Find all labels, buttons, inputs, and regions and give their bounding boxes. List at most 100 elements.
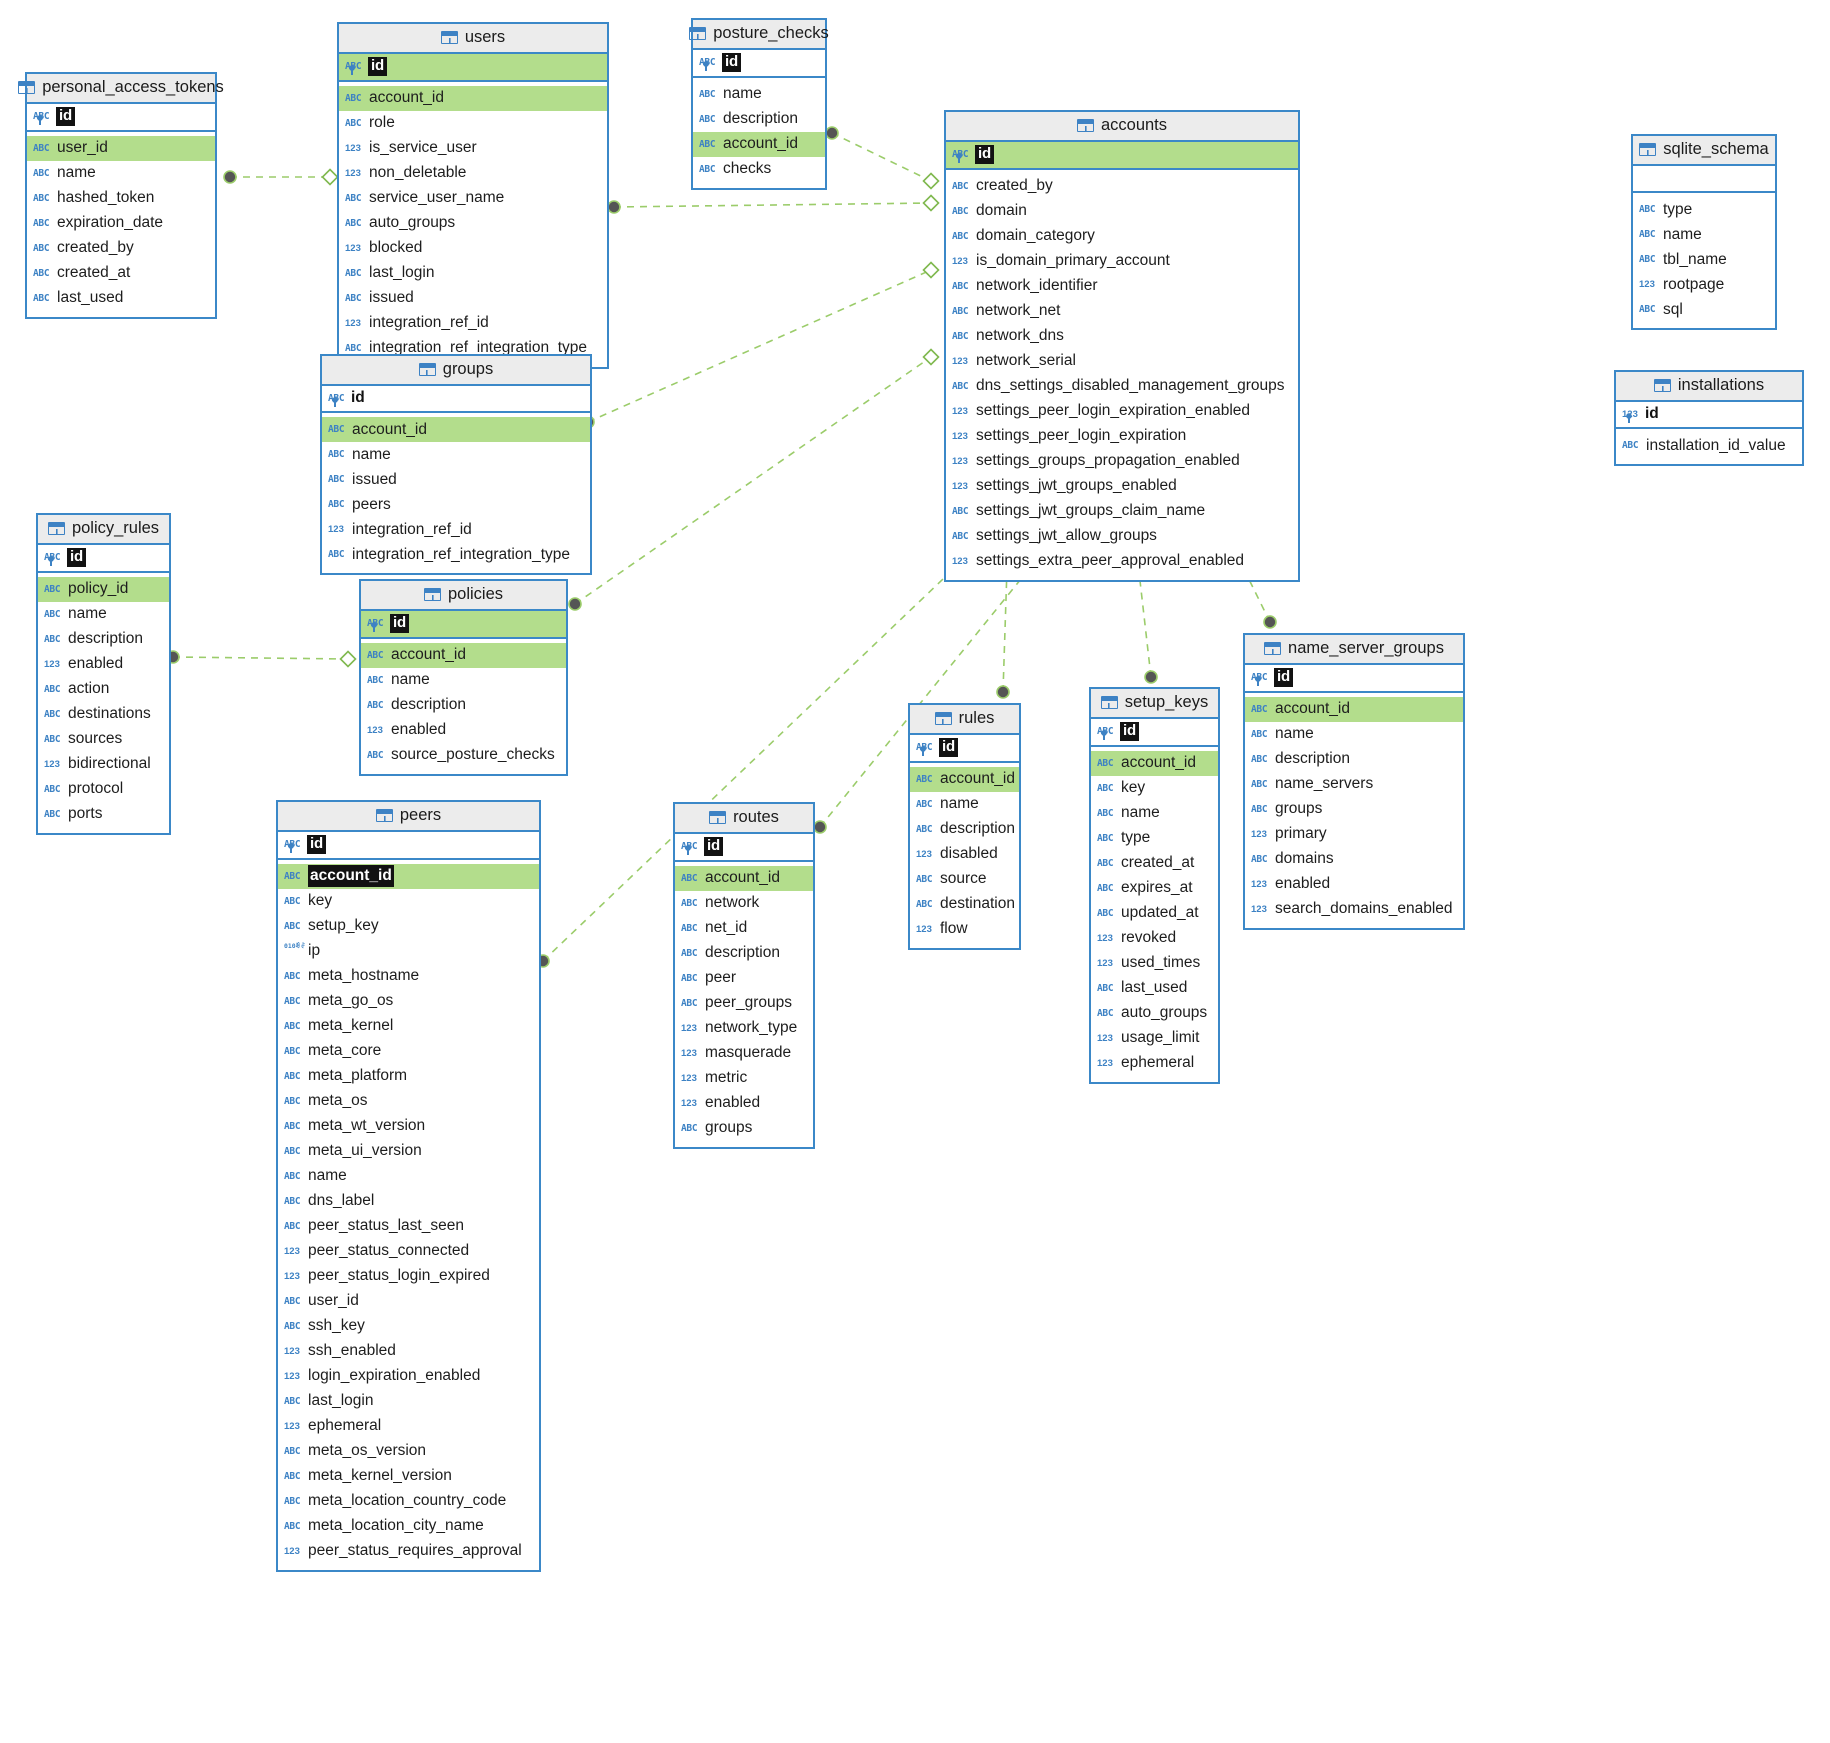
- column-row[interactable]: settings_jwt_allow_groups: [946, 524, 1298, 549]
- column-row[interactable]: peers: [322, 492, 590, 517]
- column-row[interactable]: settings_groups_propagation_enabled: [946, 449, 1298, 474]
- column-row[interactable]: ephemeral: [278, 1414, 539, 1439]
- column-row[interactable]: account_id: [339, 85, 607, 111]
- primary-key-row-peers[interactable]: id: [278, 832, 539, 860]
- column-row[interactable]: ssh_key: [278, 1314, 539, 1339]
- column-row[interactable]: policy_id: [38, 576, 169, 602]
- column-row[interactable]: meta_ui_version: [278, 1139, 539, 1164]
- column-row[interactable]: name: [1245, 722, 1463, 747]
- column-row[interactable]: enabled: [1245, 872, 1463, 897]
- primary-key-row-personal_access_tokens[interactable]: id: [27, 104, 215, 132]
- column-row[interactable]: type: [1633, 197, 1775, 222]
- table-header-routes[interactable]: routes: [675, 804, 813, 834]
- table-peers[interactable]: peersidaccount_idkeysetup_keyipmeta_host…: [276, 800, 541, 1572]
- column-row[interactable]: network_dns: [946, 324, 1298, 349]
- column-row[interactable]: name_servers: [1245, 772, 1463, 797]
- primary-key-row-installations[interactable]: id: [1616, 402, 1802, 429]
- column-row[interactable]: name: [910, 792, 1019, 817]
- table-header-setup_keys[interactable]: setup_keys: [1091, 689, 1218, 719]
- column-row[interactable]: last_login: [339, 261, 607, 286]
- table-installations[interactable]: installationsidinstallation_id_value: [1614, 370, 1804, 466]
- column-row[interactable]: settings_jwt_groups_enabled: [946, 474, 1298, 499]
- table-setup_keys[interactable]: setup_keysidaccount_idkeynametypecreated…: [1089, 687, 1220, 1084]
- column-row[interactable]: network: [675, 891, 813, 916]
- column-row[interactable]: integration_ref_integration_type: [339, 336, 607, 361]
- column-row[interactable]: network_type: [675, 1016, 813, 1041]
- column-row[interactable]: description: [693, 107, 825, 132]
- table-personal_access_tokens[interactable]: personal_access_tokensiduser_idnamehashe…: [18, 72, 224, 319]
- column-row[interactable]: name: [27, 161, 215, 186]
- column-row[interactable]: metric: [675, 1066, 813, 1091]
- table-header-personal_access_tokens[interactable]: personal_access_tokens: [18, 74, 224, 104]
- column-row[interactable]: settings_peer_login_expiration: [946, 424, 1298, 449]
- table-accounts[interactable]: accountsidcreated_bydomaindomain_categor…: [944, 110, 1300, 582]
- column-row[interactable]: net_id: [675, 916, 813, 941]
- column-row[interactable]: created_at: [27, 261, 215, 286]
- primary-key-row-sqlite_schema[interactable]: [1633, 166, 1775, 193]
- column-row[interactable]: peer_status_connected: [278, 1239, 539, 1264]
- table-header-users[interactable]: users: [339, 24, 607, 54]
- column-row[interactable]: flow: [910, 917, 1019, 942]
- column-row[interactable]: key: [278, 889, 539, 914]
- column-row[interactable]: is_domain_primary_account: [946, 249, 1298, 274]
- column-row[interactable]: name: [322, 442, 590, 467]
- table-header-policies[interactable]: policies: [361, 581, 566, 611]
- table-users[interactable]: usersidaccount_idroleis_service_usernon_…: [337, 22, 609, 369]
- column-row[interactable]: name: [1091, 801, 1218, 826]
- column-row[interactable]: peer: [675, 966, 813, 991]
- column-row[interactable]: network_serial: [946, 349, 1298, 374]
- column-row[interactable]: auto_groups: [1091, 1001, 1218, 1026]
- column-row[interactable]: sources: [38, 727, 169, 752]
- column-row[interactable]: last_used: [1091, 976, 1218, 1001]
- column-row[interactable]: name: [278, 1164, 539, 1189]
- column-row[interactable]: meta_kernel: [278, 1014, 539, 1039]
- column-row[interactable]: enabled: [675, 1091, 813, 1116]
- column-row[interactable]: account_id: [910, 766, 1019, 792]
- primary-key-row-users[interactable]: id: [339, 54, 607, 82]
- column-row[interactable]: peer_status_login_expired: [278, 1264, 539, 1289]
- column-row[interactable]: enabled: [361, 718, 566, 743]
- column-row[interactable]: groups: [675, 1116, 813, 1141]
- table-policies[interactable]: policiesidaccount_idnamedescriptionenabl…: [359, 579, 568, 776]
- column-row[interactable]: dns_label: [278, 1189, 539, 1214]
- column-row[interactable]: auto_groups: [339, 211, 607, 236]
- column-row[interactable]: user_id: [27, 135, 215, 161]
- column-row[interactable]: destinations: [38, 702, 169, 727]
- column-row[interactable]: settings_extra_peer_approval_enabled: [946, 549, 1298, 574]
- column-row[interactable]: primary: [1245, 822, 1463, 847]
- column-row[interactable]: tbl_name: [1633, 247, 1775, 272]
- column-row[interactable]: source: [910, 867, 1019, 892]
- column-row[interactable]: name: [693, 82, 825, 107]
- column-row[interactable]: dns_settings_disabled_management_groups: [946, 374, 1298, 399]
- column-row[interactable]: enabled: [38, 652, 169, 677]
- primary-key-row-policy_rules[interactable]: id: [38, 545, 169, 573]
- column-row[interactable]: destination: [910, 892, 1019, 917]
- column-row[interactable]: role: [339, 111, 607, 136]
- column-row[interactable]: account_id: [675, 865, 813, 891]
- table-name_server_groups[interactable]: name_server_groupsidaccount_idnamedescri…: [1243, 633, 1465, 930]
- table-header-policy_rules[interactable]: policy_rules: [38, 515, 169, 545]
- column-row[interactable]: name: [361, 668, 566, 693]
- column-row[interactable]: account_id: [1245, 696, 1463, 722]
- column-row[interactable]: description: [361, 693, 566, 718]
- column-row[interactable]: peer_groups: [675, 991, 813, 1016]
- column-row[interactable]: bidirectional: [38, 752, 169, 777]
- column-row[interactable]: meta_core: [278, 1039, 539, 1064]
- column-row[interactable]: integration_ref_id: [339, 311, 607, 336]
- column-row[interactable]: domains: [1245, 847, 1463, 872]
- column-row[interactable]: checks: [693, 157, 825, 182]
- column-row[interactable]: masquerade: [675, 1041, 813, 1066]
- primary-key-row-accounts[interactable]: id: [946, 142, 1298, 170]
- table-header-rules[interactable]: rules: [910, 705, 1019, 735]
- table-header-groups[interactable]: groups: [322, 356, 590, 386]
- column-row[interactable]: revoked: [1091, 926, 1218, 951]
- table-header-accounts[interactable]: accounts: [946, 112, 1298, 142]
- table-groups[interactable]: groupsidaccount_idnameissuedpeersintegra…: [320, 354, 592, 575]
- column-row[interactable]: settings_peer_login_expiration_enabled: [946, 399, 1298, 424]
- table-posture_checks[interactable]: posture_checksidnamedescriptionaccount_i…: [689, 18, 829, 190]
- table-header-peers[interactable]: peers: [278, 802, 539, 832]
- column-row[interactable]: type: [1091, 826, 1218, 851]
- column-row[interactable]: source_posture_checks: [361, 743, 566, 768]
- column-row[interactable]: user_id: [278, 1289, 539, 1314]
- column-row[interactable]: ssh_enabled: [278, 1339, 539, 1364]
